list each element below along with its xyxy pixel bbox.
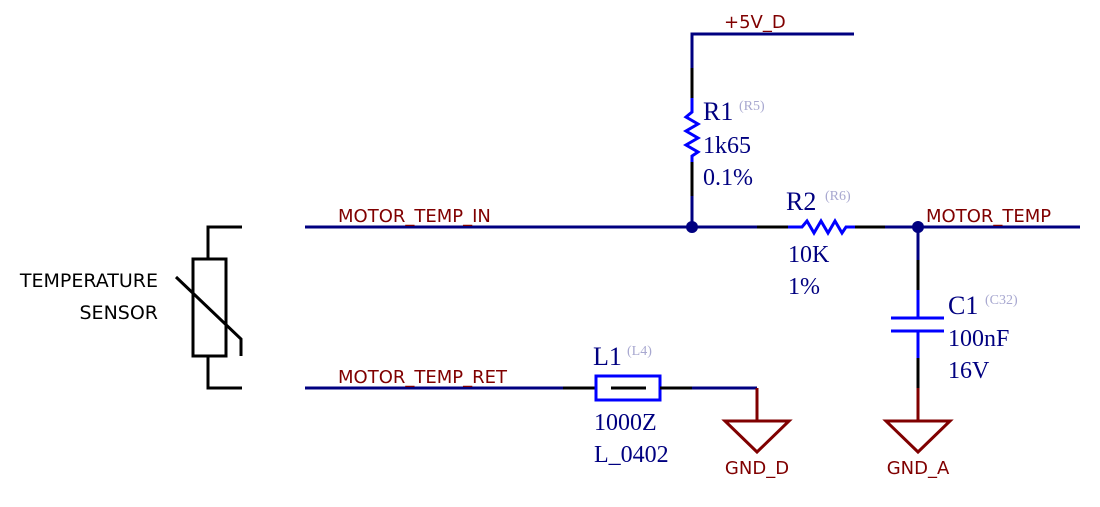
- r1-alt-designator: (R5): [739, 99, 765, 114]
- net-label-motor-temp: MOTOR_TEMP: [926, 206, 1051, 227]
- capacitor-c1[interactable]: [891, 260, 944, 388]
- wire-5v-d[interactable]: [690, 32, 854, 68]
- r2-body: [788, 218, 855, 236]
- l1-value: 1000Z: [594, 410, 657, 436]
- r2-value: 10K: [788, 242, 830, 268]
- c1-rating: 16V: [948, 358, 990, 384]
- net-label-motor-temp-in: MOTOR_TEMP_IN: [338, 206, 491, 227]
- c1-value: 100nF: [948, 326, 1009, 352]
- r1-value: 1k65: [703, 133, 751, 159]
- net-label-motor-temp-ret: MOTOR_TEMP_RET: [338, 367, 508, 388]
- l1-footprint: L_0402: [594, 442, 669, 468]
- sensor-label-line2: SENSOR: [80, 302, 159, 324]
- sensor-top-lead: [206, 225, 242, 259]
- net-label-gnd-a: GND_A: [887, 458, 950, 479]
- net-label-gnd-d: GND_D: [725, 458, 789, 479]
- c1-alt-designator: (C32): [985, 293, 1018, 308]
- sensor-diagonal-marker: [174, 275, 243, 356]
- r2-designator: R2: [786, 187, 816, 216]
- r1-designator: R1: [703, 97, 733, 126]
- net-label-5v-d: +5V_D: [724, 12, 786, 33]
- l1-designator: L1: [593, 342, 622, 371]
- r1-tolerance: 0.1%: [703, 165, 753, 191]
- l1-alt-designator: (L4): [627, 344, 652, 359]
- gnd-d-triangle: [721, 419, 793, 455]
- r2-alt-designator: (R6): [825, 189, 851, 204]
- resistor-r2[interactable]: [757, 218, 885, 236]
- resistor-r1[interactable]: [683, 68, 701, 196]
- gnd-a-triangle: [882, 419, 954, 455]
- temperature-sensor-symbol[interactable]: [174, 225, 243, 390]
- c1-designator: C1: [948, 291, 978, 320]
- r2-tolerance: 1%: [788, 274, 820, 300]
- r1-body: [683, 98, 701, 162]
- sensor-label-line1: TEMPERATURE: [19, 270, 158, 292]
- gnd-d-symbol[interactable]: [721, 388, 793, 455]
- inductor-l1[interactable]: [563, 374, 692, 402]
- sensor-bottom-lead: [206, 356, 242, 390]
- gnd-a-symbol[interactable]: [882, 388, 954, 455]
